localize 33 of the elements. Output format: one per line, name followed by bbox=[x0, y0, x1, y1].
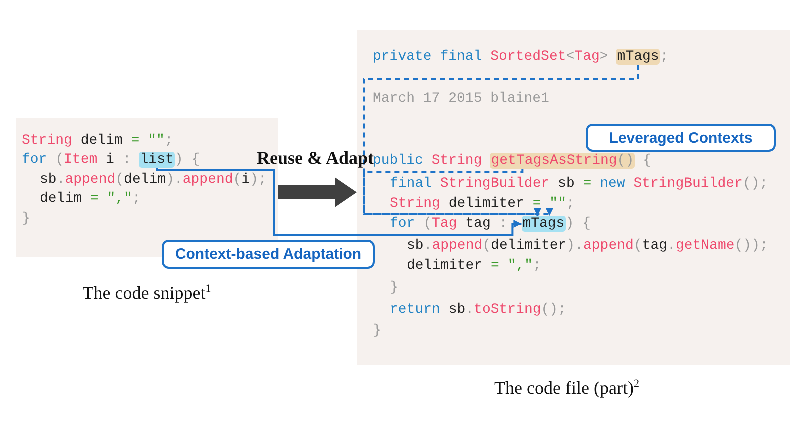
code-text: delim = ","; bbox=[40, 191, 141, 207]
code-text: for (Item i : bbox=[22, 152, 132, 168]
callout-box: Context-based Adaptation bbox=[162, 240, 375, 269]
block-arrow bbox=[278, 178, 357, 208]
code-text: } bbox=[22, 211, 30, 227]
code-text: } bbox=[373, 323, 382, 339]
highlighted-code: mTags bbox=[522, 216, 566, 232]
arrow bbox=[363, 65, 640, 217]
code-text: final StringBuilder sb = new StringBuilder(); bbox=[390, 176, 768, 192]
code-text: ; bbox=[660, 49, 669, 65]
code-text: public String bbox=[373, 153, 482, 169]
code-text: ) { bbox=[174, 152, 200, 168]
code-text: private final SortedSet<Tag> bbox=[373, 49, 608, 65]
code-text: } bbox=[390, 280, 398, 296]
edge-label: Reuse & Adapt bbox=[257, 148, 374, 169]
code-text: ) { bbox=[566, 216, 591, 232]
callout-box: Leveraged Contexts bbox=[586, 124, 776, 152]
highlighted-code: mTags bbox=[616, 49, 660, 65]
code-text: for (Tag tag : bbox=[390, 216, 508, 232]
code-text: String delim = ""; bbox=[22, 133, 174, 149]
code-text: return sb.toString(); bbox=[390, 302, 566, 318]
code-text: sb.append(delim).append(i); bbox=[40, 172, 267, 188]
arrow bbox=[156, 167, 522, 236]
code-text: delimiter = ","; bbox=[407, 258, 542, 274]
code-text: { bbox=[643, 153, 652, 169]
code-comment: March 17 2015 blaine1 bbox=[373, 91, 550, 107]
highlighted-code: getTagsAsString() bbox=[490, 153, 636, 169]
highlighted-code: list bbox=[139, 152, 175, 168]
code-text: sb.append(delimiter).append(tag.getName()); bbox=[407, 238, 768, 254]
caption: The code snippet$^{1}$ bbox=[82, 283, 212, 304]
code-text: String delimiter = ""; bbox=[390, 196, 575, 212]
caption: The code file (part)$^{2}$ bbox=[494, 378, 640, 399]
arrow bbox=[363, 168, 542, 217]
